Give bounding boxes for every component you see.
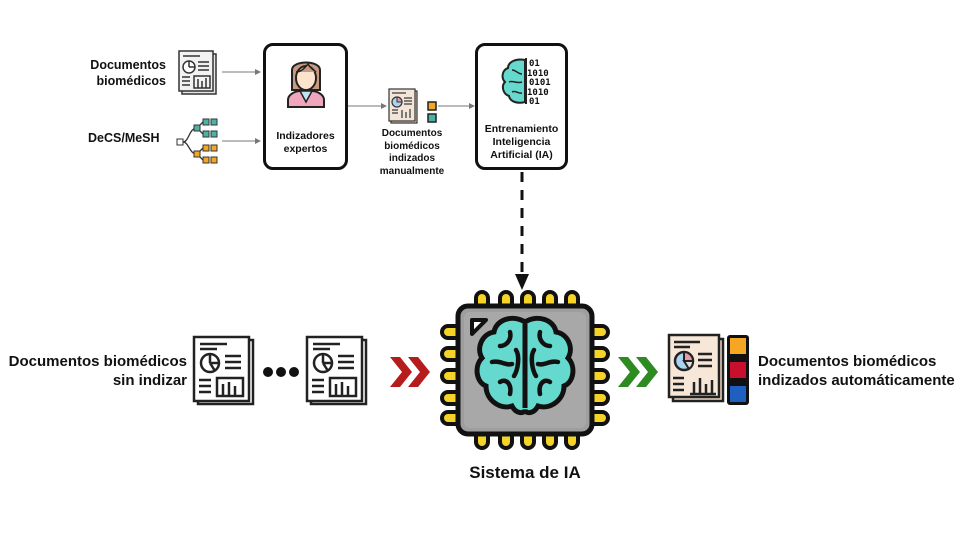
experts-label-line2: expertos	[283, 143, 328, 155]
arrow-docs-to-experts	[222, 69, 261, 75]
experts-box: Indizadores expertos	[263, 43, 348, 170]
red-chevron-icon	[390, 357, 430, 387]
manual-docs-label: Documentos biomédicos indizados manualme…	[379, 128, 445, 177]
auto-indexed-document-icon	[667, 333, 749, 405]
ai-system-label: Sistema de IA	[469, 463, 581, 482]
input-docs-label: Documentos biomédicos	[90, 58, 166, 88]
hierarchy-tree-icon	[176, 118, 218, 164]
arrow-experts-to-manual-docs	[348, 103, 387, 109]
ellipsis-icon	[263, 367, 299, 377]
document-icon	[192, 335, 255, 406]
document-icon	[305, 335, 368, 406]
green-chevron-icon	[618, 357, 658, 387]
indexed-document-icon	[388, 88, 437, 124]
training-label-line1: Entrenamiento	[484, 123, 559, 135]
arrow-decs-to-experts	[222, 138, 261, 144]
decs-mesh-label: DeCS/MeSH	[88, 131, 160, 145]
training-label-line3: Artificial (IA)	[490, 149, 553, 161]
document-icon	[178, 50, 217, 95]
unindexed-docs-label: Documentos biomédicos sin indizar	[8, 353, 187, 389]
arrow-manual-docs-to-training	[438, 103, 475, 109]
expert-person-icon	[287, 61, 325, 108]
brain-binary-icon	[501, 58, 527, 104]
binary-text: 01 1010 0101 1010 01	[527, 59, 551, 107]
auto-indexed-docs-label: Documentos biomédicos indizados automáti…	[758, 353, 955, 389]
ai-chip-icon	[440, 290, 610, 450]
experts-label-line1: Indizadores	[276, 130, 335, 142]
dashed-arrow-training-to-system	[515, 172, 529, 290]
training-label-line2: Inteligencia	[492, 136, 551, 148]
ai-training-box: 01 1010 0101 1010 01 Entrenamiento Intel…	[475, 43, 568, 170]
